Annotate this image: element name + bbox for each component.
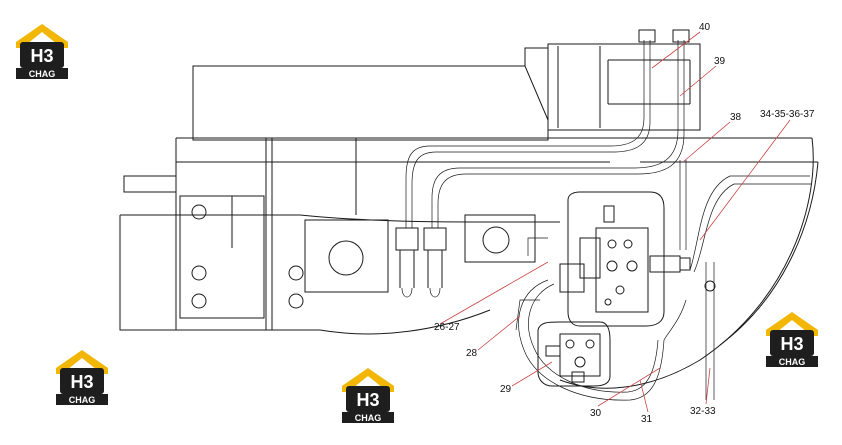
callout-31: 31 [641, 414, 653, 425]
callout-32-33: 32-33 [690, 406, 716, 417]
logo-word-text: CHAG [355, 413, 382, 423]
logo-mark-text: H3 [70, 372, 93, 392]
callout-29: 29 [500, 384, 512, 395]
logo-word-text: CHAG [69, 395, 96, 405]
callout-39: 39 [714, 56, 726, 67]
watermark-logo-topleft: H3 CHAG [16, 24, 68, 79]
logo-mark-text: H3 [30, 46, 53, 66]
logo-mark-text: H3 [780, 334, 803, 354]
hose-bundle-upper [405, 29, 690, 228]
valve-block [515, 160, 812, 401]
callout-labels: 40 39 38 34-35-36-37 26-27 28 29 30 31 3… [434, 22, 815, 425]
machine-frame [119, 43, 819, 389]
callout-30: 30 [590, 408, 602, 419]
callout-38: 38 [730, 112, 742, 123]
logo-word-text: CHAG [29, 69, 56, 79]
callout-26-27: 26-27 [434, 322, 460, 333]
fittings-left [395, 227, 447, 298]
watermark-logo-bottomleft: H3 CHAG [56, 350, 108, 405]
watermark-logo-bottomcenter: H3 CHAG [342, 368, 394, 423]
logo-mark-text: H3 [356, 390, 379, 410]
leader-lines [439, 31, 791, 413]
watermark-logo-right: H3 CHAG [766, 312, 818, 367]
callout-34-37: 34-35-36-37 [760, 109, 815, 120]
callout-40: 40 [699, 22, 711, 33]
logo-word-text: CHAG [779, 357, 806, 367]
callout-28: 28 [466, 348, 478, 359]
